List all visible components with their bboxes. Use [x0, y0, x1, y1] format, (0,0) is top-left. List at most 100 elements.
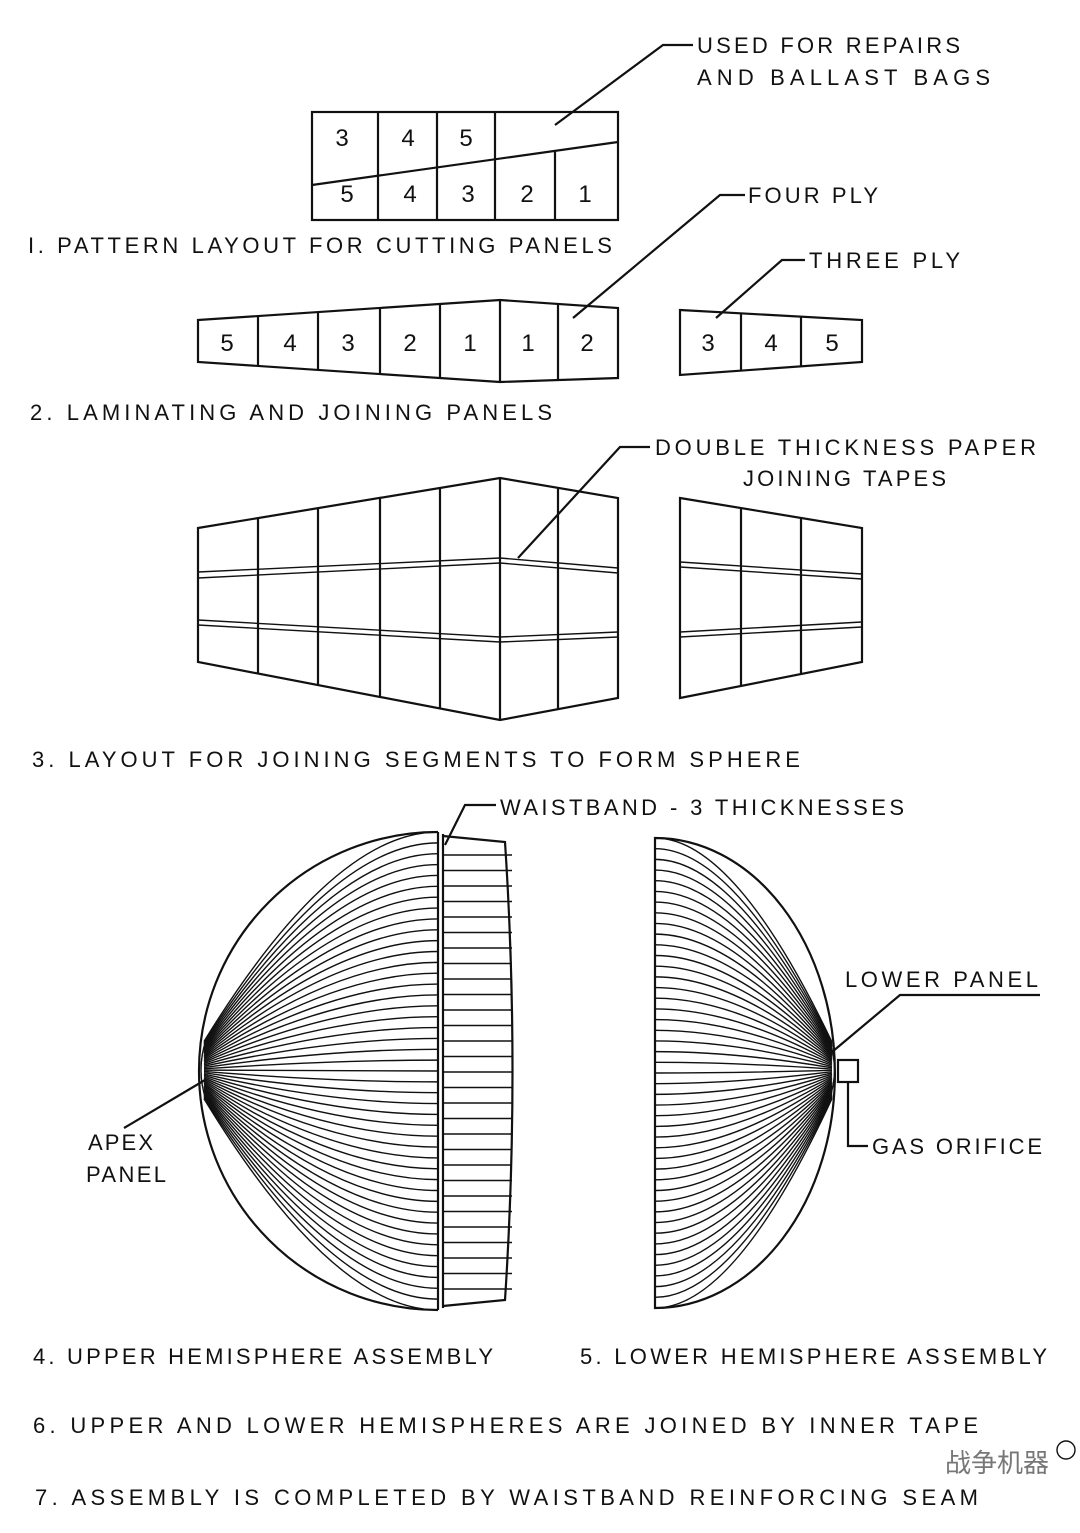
caption-5: 5. LOWER HEMISPHERE ASSEMBLY	[580, 1344, 1047, 1369]
caption-1: I. PATTERN LAYOUT FOR CUTTING PANELS	[28, 233, 612, 258]
meridian-seam	[655, 1095, 833, 1288]
meridian-seam	[655, 1096, 833, 1299]
meridian-seam	[203, 1087, 438, 1224]
callout-gas-orifice: GAS ORIFICE	[872, 1134, 1042, 1159]
meridian-seam	[203, 1037, 438, 1067]
lower-hemisphere-outline	[653, 836, 837, 1310]
meridian-seam	[655, 986, 833, 1061]
meridian-seam	[655, 890, 833, 1049]
callout-three-ply: THREE PLY	[809, 248, 960, 273]
meridian-seam	[655, 1094, 833, 1277]
meridian-seam	[203, 1094, 438, 1279]
figure-4-upper-hemisphere: WAISTBAND - 3 THICKNESSES APEX PANEL 4. …	[33, 795, 904, 1369]
top-panel-number: 4	[401, 125, 414, 152]
meridian-seam	[655, 944, 833, 1056]
meridian-seam	[203, 1072, 438, 1094]
callout-apex: APEX	[88, 1130, 153, 1155]
meridian-seam	[203, 1077, 438, 1137]
meridian-seam	[655, 901, 833, 1051]
meridian-seams	[203, 832, 438, 1310]
meridian-seam	[203, 907, 438, 1052]
gas-orifice	[836, 1058, 860, 1084]
caption-4: 4. UPPER HEMISPHERE ASSEMBLY	[33, 1344, 493, 1369]
meridian-seam	[655, 880, 833, 1048]
panel-number: 5	[220, 330, 233, 357]
meridian-seam	[655, 1050, 833, 1069]
waistband	[442, 834, 514, 1308]
figure-2-laminating: 5 4 3 2 1 1 2 3 4 5 FOUR PLY THREE PLY 2…	[30, 183, 960, 425]
meridian-seam	[203, 896, 438, 1050]
meridian-seam	[203, 929, 438, 1054]
meridian-seam	[203, 1079, 438, 1159]
meridian-seam	[655, 869, 833, 1047]
meridian-seam	[203, 842, 438, 1044]
leader-line	[572, 193, 745, 319]
meridian-seam	[655, 1076, 833, 1128]
meridian-seam	[203, 1095, 438, 1289]
meridian-seam	[203, 1089, 438, 1235]
caption-3: 3. LAYOUT FOR JOINING SEGMENTS TO FORM S…	[32, 747, 800, 772]
meridian-seam	[655, 1072, 833, 1096]
panel-number: 4	[283, 330, 296, 357]
leader-line	[831, 993, 1040, 1053]
leader-line	[715, 258, 805, 319]
meridian-seam	[203, 1070, 438, 1083]
meridian-seam	[655, 997, 833, 1062]
pattern-sheet	[310, 110, 620, 222]
meridian-seam	[655, 1008, 833, 1064]
leader-line	[444, 803, 496, 846]
meridian-seam	[655, 1018, 833, 1065]
figure-1-pattern-layout: 3 4 5 5 4 3 2 1 USED FOR REPAIRS AND BAL…	[28, 33, 990, 258]
meridian-seam	[655, 1080, 833, 1160]
meridian-seam	[655, 1086, 833, 1213]
waistband-lines	[443, 854, 512, 1290]
meridian-seam	[203, 1091, 438, 1257]
step-6-text: 6. UPPER AND LOWER HEMISPHERES ARE JOINE…	[33, 1413, 978, 1438]
leader-line	[517, 445, 650, 559]
panel-number: 2	[580, 330, 593, 357]
meridian-seam	[203, 1097, 438, 1300]
panel-dividers	[376, 112, 557, 220]
apex-panel	[200, 1039, 207, 1101]
meridian-seam	[655, 1077, 833, 1138]
panel-number: 5	[825, 330, 838, 357]
meridian-seam	[203, 961, 438, 1058]
callout-ballast: AND BALLAST BAGS	[697, 65, 990, 90]
segment-right	[678, 496, 864, 700]
meridian-seam	[655, 1093, 833, 1266]
callout-apex-panel: PANEL	[86, 1162, 166, 1187]
callout-lower-panel: LOWER PANEL	[845, 967, 1038, 992]
meridian-seam	[203, 1005, 438, 1063]
panel-dividers	[256, 300, 803, 382]
meridian-seam	[655, 858, 833, 1046]
meridian-seam	[655, 1074, 833, 1117]
meridian-seam	[203, 983, 438, 1061]
panel-number: 1	[463, 330, 476, 357]
meridian-seam	[203, 1059, 438, 1070]
meridian-seam	[203, 874, 438, 1048]
meridian-seam	[203, 1074, 438, 1116]
leader-line	[554, 43, 693, 126]
callout-double-thickness: DOUBLE THICKNESS PAPER	[655, 435, 1036, 460]
meridian-seam	[655, 1091, 833, 1256]
meridian-seam	[655, 976, 833, 1060]
meridian-seam	[655, 1029, 833, 1066]
diagonal-cut-line	[311, 140, 619, 187]
meridian-seam	[203, 994, 438, 1062]
leader-line	[123, 1079, 206, 1129]
callout-repairs: USED FOR REPAIRS	[697, 33, 960, 58]
segment-dividers	[256, 478, 803, 720]
watermark: 战争机器	[945, 1449, 1049, 1479]
watermark-badge-icon	[1056, 1440, 1076, 1460]
figure-5-lower-hemisphere: LOWER PANEL GAS ORIFICE 5. LOWER HEMISPH…	[580, 836, 1047, 1369]
meridian-seam	[203, 1026, 438, 1066]
meridian-seam	[203, 885, 438, 1049]
meridian-seam	[203, 853, 438, 1045]
meridian-seam	[655, 1085, 833, 1202]
meridian-seam	[203, 1082, 438, 1181]
meridian-seam	[203, 1083, 438, 1192]
bottom-panel-number: 3	[461, 181, 474, 208]
meridian-seam	[203, 832, 438, 1042]
meridian-seam	[655, 933, 833, 1055]
meridian-seam	[203, 1078, 438, 1148]
